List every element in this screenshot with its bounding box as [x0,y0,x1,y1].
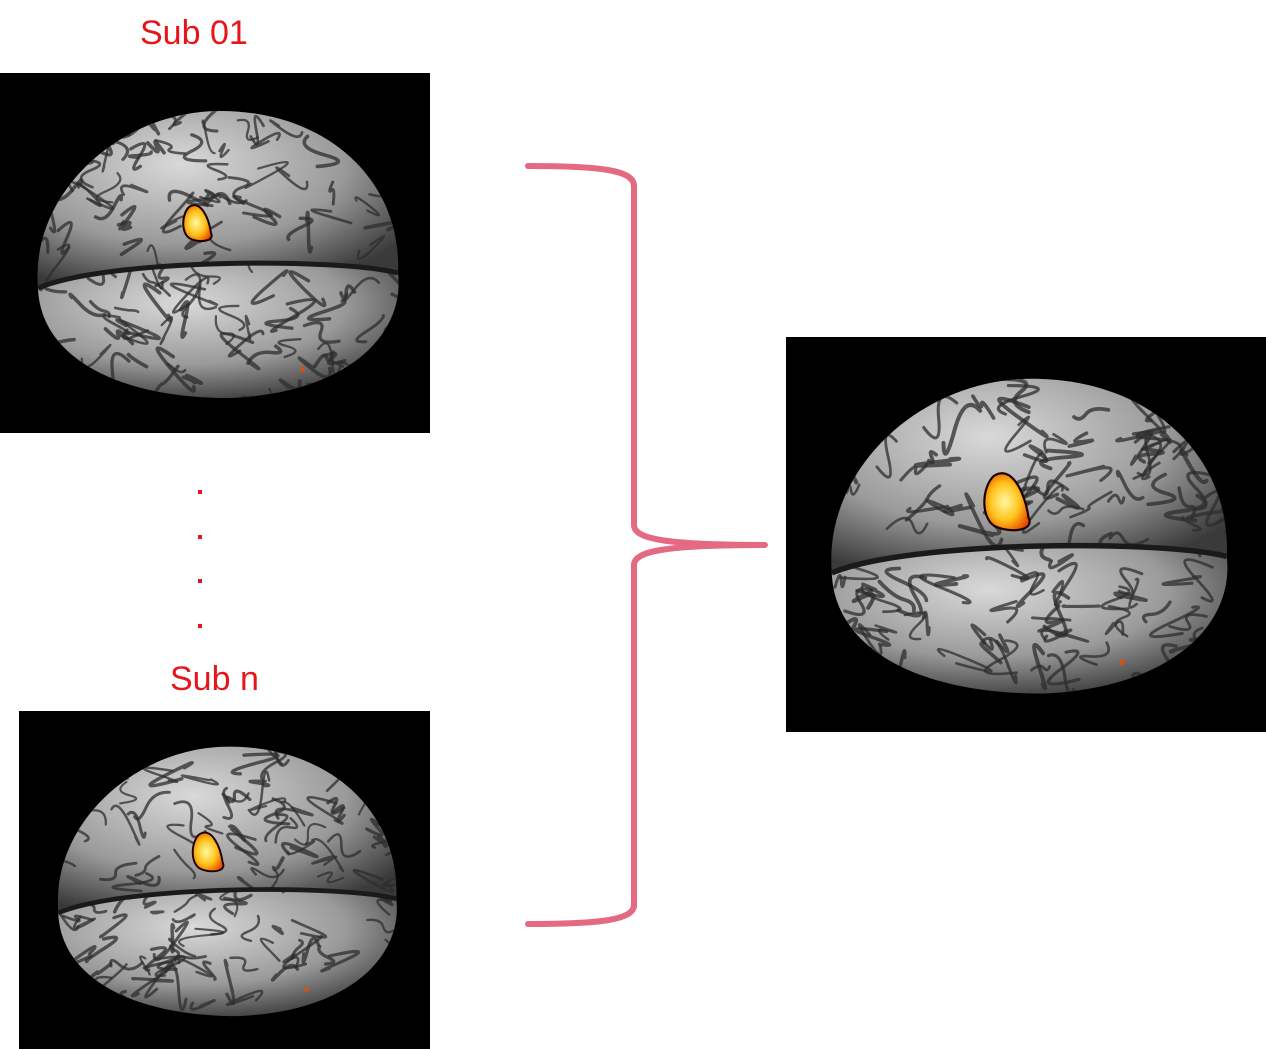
activation-speck [304,985,309,993]
longitudinal-fissure [57,887,397,916]
subject-01-brain-panel [0,73,430,433]
subject-n-brain [57,746,397,1017]
subject-n-label: Sub n [170,660,259,698]
ellipsis-dot [198,490,202,494]
activation-blob [182,204,213,242]
lower-hemisphere [58,889,397,1017]
curly-brace-shape [525,163,768,927]
activation-speck [1119,657,1125,667]
subject-01-label: Sub 01 [140,14,248,52]
ellipsis-dot [198,579,202,583]
subject-n-brain-panel [19,711,430,1049]
group-result-brain [830,378,1228,694]
group-result-brain-panel [786,337,1266,732]
ellipsis-dot [198,624,202,628]
longitudinal-fissure [830,542,1228,576]
activation-blob [191,831,225,873]
activation-speck [300,365,305,373]
longitudinal-fissure [37,260,399,291]
activation-blob [983,472,1031,532]
subject-01-brain [37,111,399,398]
ellipsis-dot [198,535,202,539]
